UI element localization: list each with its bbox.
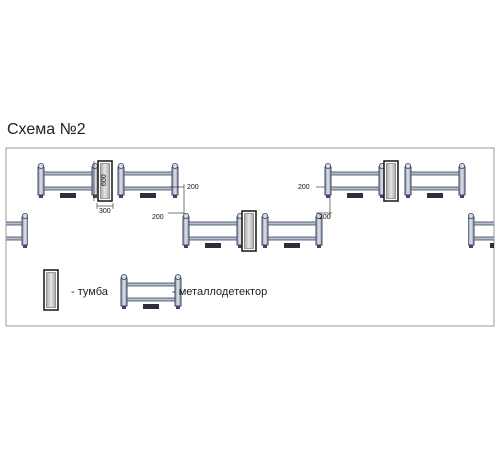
dim-200-label: 200 xyxy=(319,214,331,221)
dimension-offset-left: 200 200 xyxy=(152,184,199,221)
dim-200-label: 200 xyxy=(187,184,199,191)
legend-pedestal-label: - тумба xyxy=(71,286,109,298)
scheme-title: Схема №2 xyxy=(7,121,86,138)
legend-detector-label: - металлодетектор xyxy=(172,286,267,298)
dim-200-label: 200 xyxy=(152,214,164,221)
legend: - тумба - металлодетектор xyxy=(43,269,267,311)
dim-300-label: 300 xyxy=(99,208,111,215)
dim-600-label: 600 xyxy=(101,174,108,186)
dimension-pedestal-width: 300 xyxy=(96,203,114,215)
pedestal-icon xyxy=(383,160,399,202)
dim-200-label: 200 xyxy=(298,184,310,191)
pedestal-icon xyxy=(241,210,257,252)
dimension-pedestal-height: 600 xyxy=(93,161,108,201)
pedestal-icon xyxy=(43,269,59,311)
